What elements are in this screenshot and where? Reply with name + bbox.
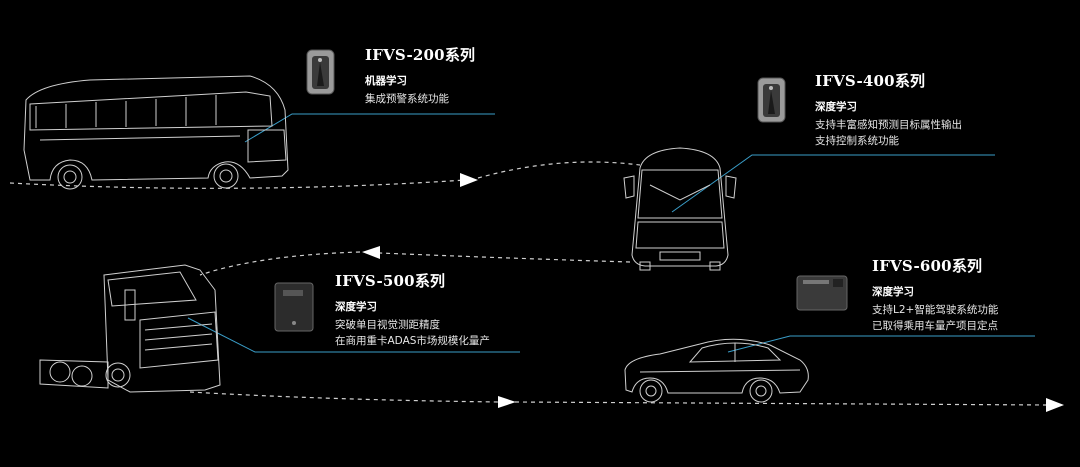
callout-line-200 [244, 113, 495, 143]
product-title: IFVS-500系列 [335, 272, 446, 290]
product-feature: 集成预警系统功能 [365, 93, 449, 105]
arrow-right-icon [460, 173, 478, 187]
path-segment-4 [199, 251, 361, 276]
product-card-ifvs-200: IFVS-200系列 机器学习 集成预警系统功能 [365, 44, 475, 106]
product-title: IFVS-200系列 [365, 46, 476, 64]
product-title: IFVS-600系列 [872, 257, 983, 275]
controller-box-icon [274, 282, 314, 332]
arrow-right-icon [498, 396, 516, 408]
product-feature: 支持L2+智能驾驶系统功能 [872, 304, 999, 316]
product-subtitle: 机器学习 [365, 75, 407, 87]
heavy-truck-illustration [39, 264, 221, 393]
product-feature: 已取得乘用车量产项目定点 [872, 320, 998, 332]
product-subtitle: 深度学习 [335, 301, 377, 313]
path-segment-5 [189, 391, 501, 403]
coach-bus-illustration [23, 75, 289, 190]
product-card-ifvs-400: IFVS-400系列 深度学习 支持丰富感知预测目标属性输出 支持控制系统功能 [815, 70, 962, 148]
camera-unit-icon [306, 49, 335, 95]
callout-line-500 [187, 317, 520, 353]
product-subtitle: 深度学习 [815, 101, 857, 113]
arrow-right-icon [1046, 398, 1064, 412]
product-feature: 支持控制系统功能 [815, 135, 899, 147]
product-subtitle: 深度学习 [872, 286, 914, 298]
product-feature: 在商用重卡ADAS市场规模化量产 [335, 335, 490, 347]
camera-unit-icon [757, 77, 786, 123]
callout-line-400 [671, 154, 995, 213]
city-bus-illustration [623, 147, 737, 271]
path-segment-6 [514, 401, 1049, 406]
domain-controller-icon [796, 275, 848, 311]
callout-line-600 [727, 335, 1035, 353]
product-card-ifvs-500: IFVS-500系列 深度学习 突破单目视觉测距精度 在商用重卡ADAS市场规模… [335, 270, 490, 348]
arrow-left-icon [362, 246, 380, 259]
product-card-ifvs-600: IFVS-600系列 深度学习 支持L2+智能驾驶系统功能 已取得乘用车量产项目… [872, 255, 998, 333]
passenger-car-illustration [624, 338, 809, 403]
path-segment-1 [9, 179, 466, 189]
product-feature: 突破单目视觉测距精度 [335, 319, 440, 331]
path-segment-3 [379, 252, 631, 263]
path-segment-2 [477, 161, 641, 179]
product-title: IFVS-400系列 [815, 72, 926, 90]
product-feature: 支持丰富感知预测目标属性输出 [815, 119, 962, 131]
